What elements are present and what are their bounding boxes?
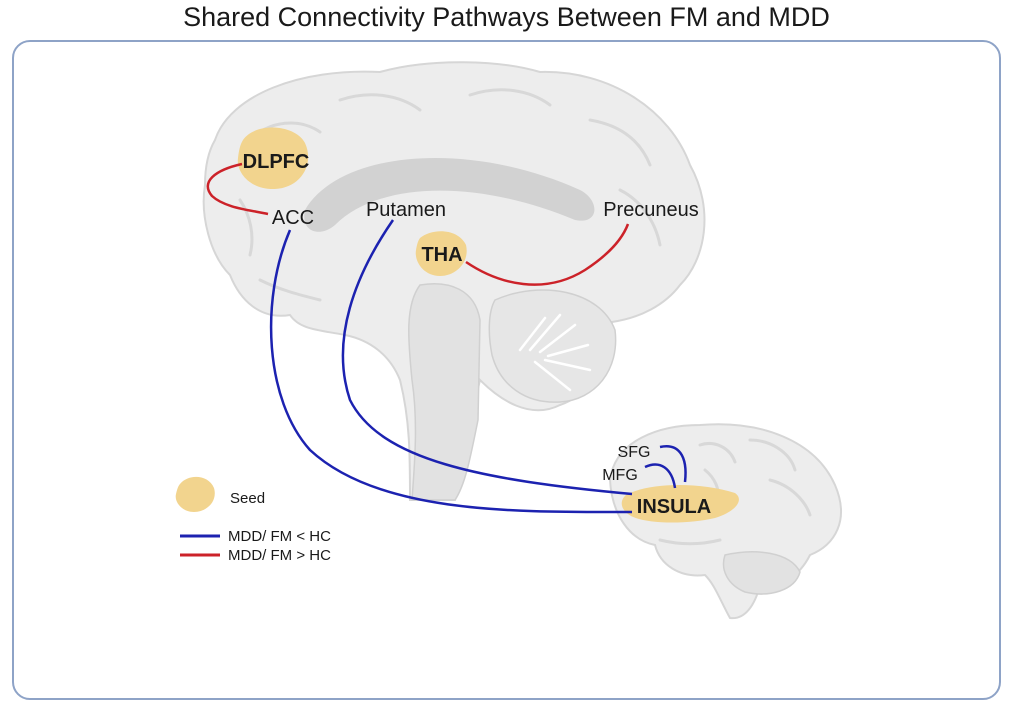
brainstem: [408, 283, 481, 501]
label-mfg: MFG: [602, 467, 638, 484]
figure-title: Shared Connectivity Pathways Between FM …: [183, 2, 830, 32]
label-acc: ACC: [272, 207, 314, 229]
connection-dlpfc-acc: [206, 162, 269, 216]
lateral-brain: [608, 423, 842, 620]
legend-seed-label: Seed: [230, 490, 265, 507]
label-putamen: Putamen: [366, 199, 446, 221]
legend-decrease-label: MDD/ FM < HC: [228, 528, 331, 545]
connection-putamen-insula: [341, 219, 633, 496]
seed-regions: [237, 127, 739, 523]
seed-dlpfc: [237, 127, 309, 190]
label-tha: THA: [421, 244, 462, 266]
corpus-callosum: [304, 157, 595, 232]
connection-lines: [206, 162, 687, 514]
label-dlpfc: DLPFC: [243, 151, 310, 173]
lateral-gyri: [658, 438, 812, 546]
label-precuneus: Precuneus: [603, 199, 699, 221]
legend: Seed MDD/ FM < HC MDD/ FM > HC: [175, 476, 331, 564]
connection-sfg-insula: [659, 445, 687, 483]
seed-insula: [621, 484, 739, 523]
connection-acc-insula: [269, 229, 633, 514]
cerebellum-arbor: [518, 313, 592, 392]
figure-frame: [12, 40, 1001, 700]
cerebellum: [488, 289, 617, 403]
legend-increase-label: MDD/ FM > HC: [228, 547, 331, 564]
label-sfg: SFG: [618, 444, 651, 461]
seed-tha: [415, 231, 467, 276]
sagittal-brain: [202, 61, 706, 501]
connection-tha-precuneus: [465, 223, 630, 286]
lateral-cerebellum: [722, 551, 801, 595]
legend-seed-swatch: [175, 476, 215, 512]
region-labels: DLPFC ACC Putamen Precuneus THA SFG MFG …: [243, 151, 712, 518]
connection-mfg-insula: [644, 463, 677, 489]
sagittal-gyri: [238, 88, 662, 302]
label-insula: INSULA: [637, 496, 711, 518]
